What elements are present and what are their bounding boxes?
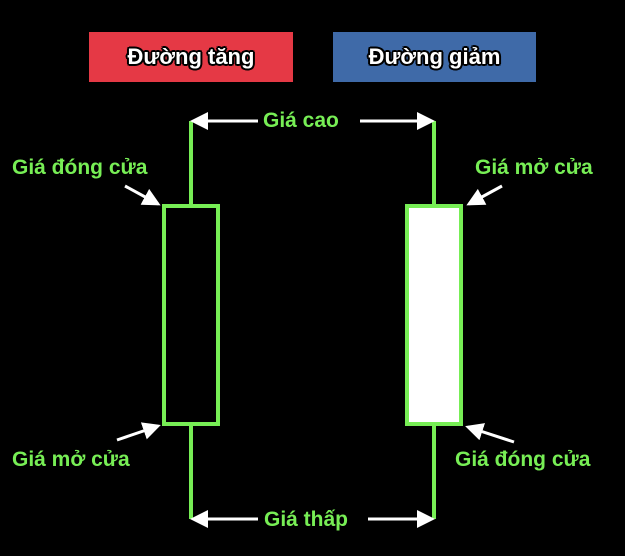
- bear-close-pointer-arrow: [465, 423, 515, 444]
- bear-open-label: Giá mở cửa: [475, 156, 593, 179]
- increase-candle-badge: Đường tăng: [89, 32, 293, 82]
- low-price-label: Giá thấp: [264, 508, 349, 531]
- bull-open-label: Giá mở cửa: [12, 448, 130, 471]
- decrease-candle-badge: Đường giảm: [333, 32, 536, 82]
- bull-candle-body: [162, 204, 220, 426]
- bear-open-pointer-arrow: [466, 184, 503, 206]
- bear-close-label: Giá đóng cửa: [455, 448, 591, 471]
- bear-candle-body: [405, 204, 463, 426]
- bull-open-pointer-arrow: [116, 422, 161, 442]
- bull-close-pointer-arrow: [124, 184, 161, 206]
- bull-close-label: Giá đóng cửa: [12, 156, 148, 179]
- high-price-label: Giá cao: [263, 109, 339, 132]
